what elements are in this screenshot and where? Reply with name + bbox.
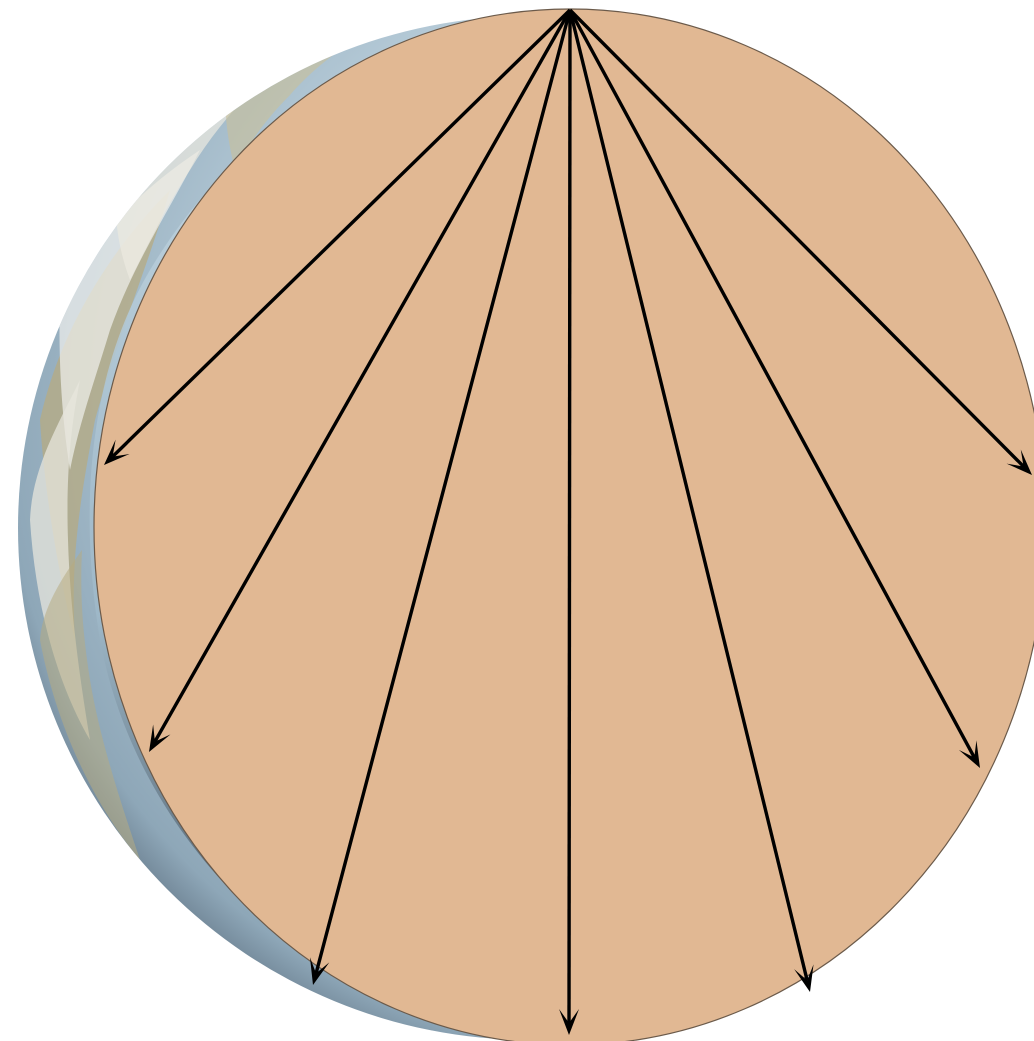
- cross-section-plane: [94, 9, 1034, 1041]
- arrow-4-shaft: [569, 10, 570, 1023]
